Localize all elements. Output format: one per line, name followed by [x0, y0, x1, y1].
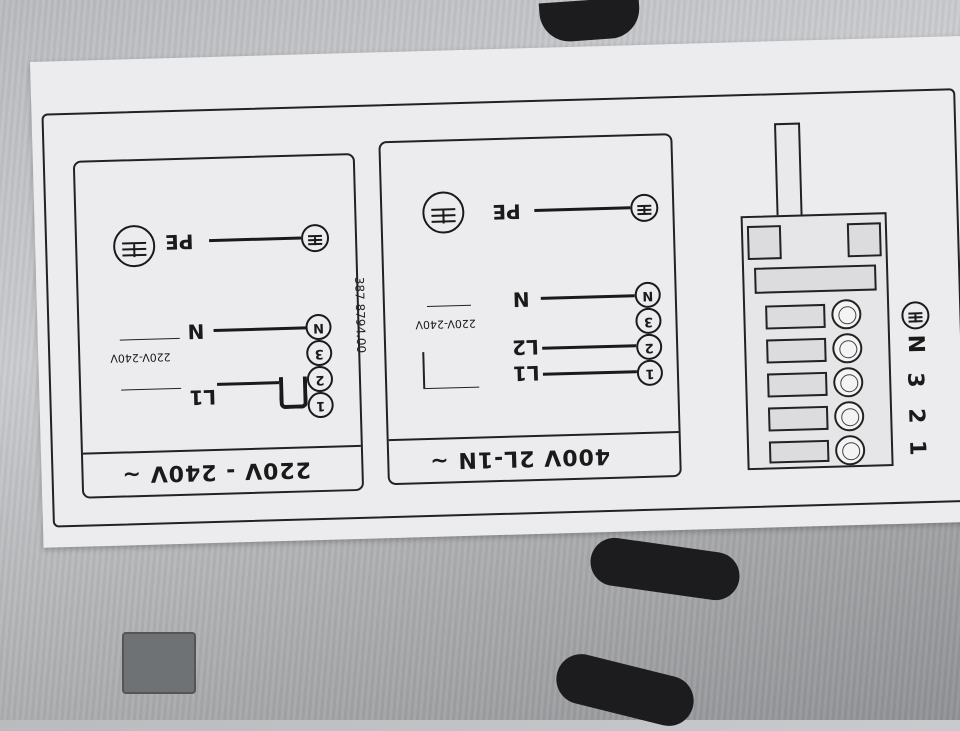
terminal-block-drawing: N 3 2 1	[44, 90, 954, 471]
block-label-1: 1	[904, 439, 930, 456]
l1-wire	[217, 381, 280, 386]
n-wire	[213, 326, 310, 332]
terminal-rib	[767, 405, 829, 432]
terminal-rib	[768, 439, 830, 464]
symbol-line	[423, 386, 480, 390]
pe-label: PE	[492, 199, 522, 225]
title-divider	[388, 431, 679, 442]
terminal-rib	[766, 371, 828, 398]
earth-ground-icon	[901, 300, 930, 330]
single-phase-panel: 220V - 240V ~ PE N N 3 2 1 L1 220V-240V	[72, 152, 365, 499]
symbol-line	[426, 304, 471, 308]
two-phase-title: 400V 2L-1N ~	[428, 442, 611, 474]
voltage-note: 220V-240V	[110, 350, 171, 365]
terminal-1: 1	[636, 359, 664, 387]
pe-wire	[209, 236, 302, 243]
n-label: N	[187, 319, 205, 344]
l1-label: L1	[512, 360, 540, 386]
earth-terminal-icon	[300, 223, 330, 253]
symbol-line	[119, 337, 180, 341]
terminal-3: 3	[635, 307, 662, 335]
symbol-line	[121, 387, 182, 391]
label-border: 220V - 240V ~ PE N N 3 2 1 L1 220V-240V …	[41, 88, 960, 528]
terminal-1: 1	[307, 391, 335, 419]
n-wire	[540, 294, 635, 300]
single-phase-title: 220V - 240V ~	[121, 456, 312, 487]
part-number: 387 8794.00	[352, 276, 369, 354]
jumper-bridge	[278, 376, 308, 410]
terminal-n: N	[634, 281, 662, 309]
voltage-note: 220V-240V	[415, 316, 477, 332]
pe-wire	[534, 206, 631, 212]
cable-clamp	[754, 264, 877, 294]
title-divider	[82, 444, 361, 455]
mounting-bracket	[122, 632, 196, 694]
n-label: N	[512, 287, 530, 312]
wiring-label: 220V - 240V ~ PE N N 3 2 1 L1 220V-240V …	[30, 35, 960, 548]
terminal-2: 2	[635, 333, 663, 361]
symbol-line	[422, 352, 426, 389]
l2-label: L2	[511, 334, 540, 360]
pe-label: PE	[164, 229, 194, 255]
block-label-3: 3	[902, 371, 928, 388]
block-label-2: 2	[903, 407, 929, 424]
earth-ground-icon	[421, 190, 465, 235]
terminal-2: 2	[306, 365, 334, 393]
clamp-right	[846, 222, 882, 258]
terminal-rib	[765, 303, 826, 330]
l2-wire	[542, 344, 637, 350]
terminal-3: 3	[305, 339, 333, 367]
l1-wire	[542, 370, 637, 376]
l1-label: L1	[189, 384, 217, 410]
terminal-rib	[766, 337, 827, 364]
terminal-n: N	[305, 313, 332, 341]
two-phase-panel: 400V 2L-1N ~ PE N N 3 2 1 L2 L1 220V-240…	[378, 133, 682, 486]
clamp-left	[746, 225, 782, 261]
block-label-n: N	[902, 334, 929, 354]
earth-ground-icon	[112, 224, 156, 268]
earth-terminal-icon	[629, 193, 659, 223]
